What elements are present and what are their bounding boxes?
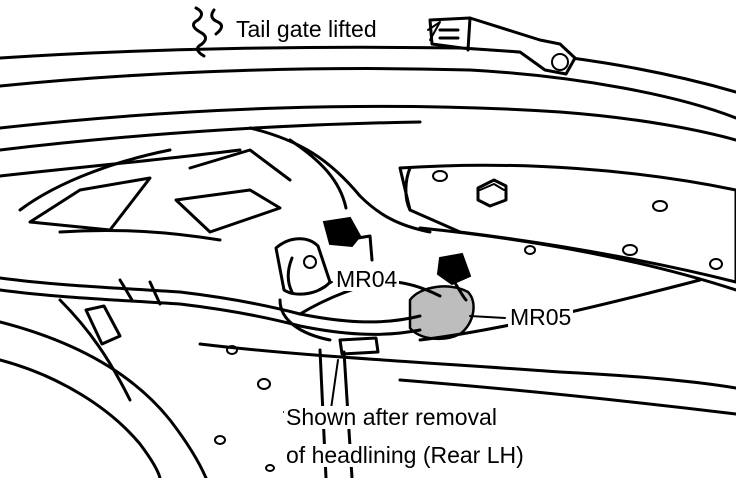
mr05-label: MR05 [508,304,574,330]
mr04-connector [274,237,332,296]
tail-gate-hinge [428,16,577,76]
black-clip [322,216,374,262]
inner-panel [18,126,432,242]
roof-panel-outline [0,45,736,178]
mr04-label: MR04 [334,266,400,292]
wiring-harness [0,256,442,356]
tail-gate-label: Tail gate lifted [234,16,379,42]
bolt [476,178,508,208]
note-line-1: Shown after removal [284,404,499,430]
tail-gate-spring [192,6,223,58]
mr05-connector [408,252,475,341]
note-line-2: of headlining (Rear LH) [284,442,526,468]
wheel-arch [0,298,208,478]
